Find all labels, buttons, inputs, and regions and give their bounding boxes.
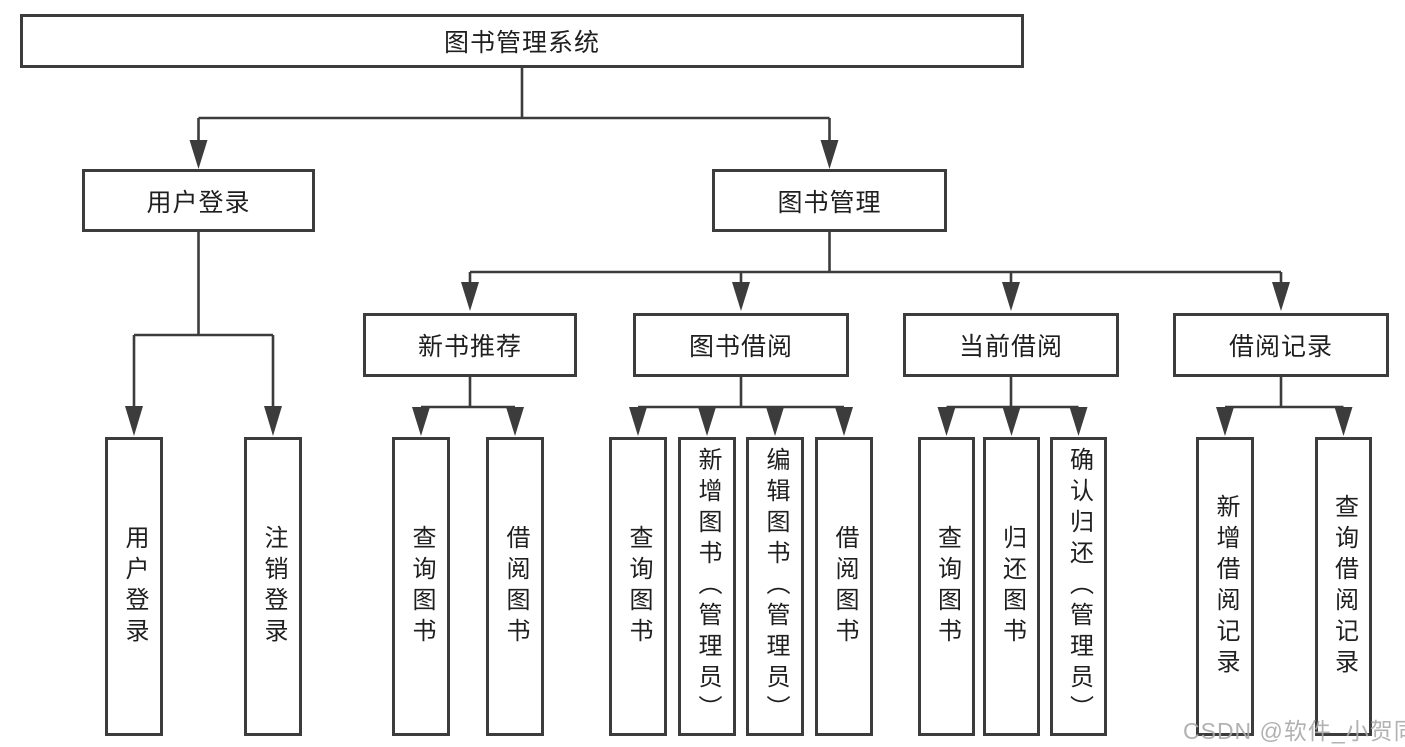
leaf-user-login: 用户登录 — [105, 437, 163, 736]
leaf-borrow-query-books: 查询图书 — [609, 437, 667, 736]
leaf-borrow-add-books-admin: 新增图书（管理员） — [678, 437, 736, 736]
leaf-current-confirm-return-admin: 确认归还（管理员） — [1050, 437, 1107, 736]
node-new-book-recommendation: 新书推荐 — [363, 313, 577, 377]
node-borrowing-records: 借阅记录 — [1173, 313, 1389, 377]
node-current-borrowing: 当前借阅 — [903, 313, 1119, 377]
leaf-logout: 注销登录 — [244, 437, 302, 736]
leaf-borrow-borrow-books: 借阅图书 — [815, 437, 873, 736]
leaf-current-query-books: 查询图书 — [918, 437, 975, 736]
leaf-borrow-edit-books-admin: 编辑图书（管理员） — [746, 437, 804, 736]
leaf-records-add-record: 新增借阅记录 — [1196, 437, 1254, 736]
leaf-current-return-books: 归还图书 — [983, 437, 1040, 736]
node-book-borrowing: 图书借阅 — [633, 313, 849, 377]
leaf-recommend-borrow-books: 借阅图书 — [486, 437, 544, 736]
leaf-records-query-record: 查询借阅记录 — [1315, 437, 1372, 736]
node-user-login: 用户登录 — [82, 169, 315, 232]
node-root: 图书管理系统 — [20, 14, 1024, 68]
node-book-management: 图书管理 — [712, 169, 947, 232]
leaf-recommend-query-books: 查询图书 — [392, 437, 450, 736]
arrowhead-group — [125, 140, 1353, 436]
